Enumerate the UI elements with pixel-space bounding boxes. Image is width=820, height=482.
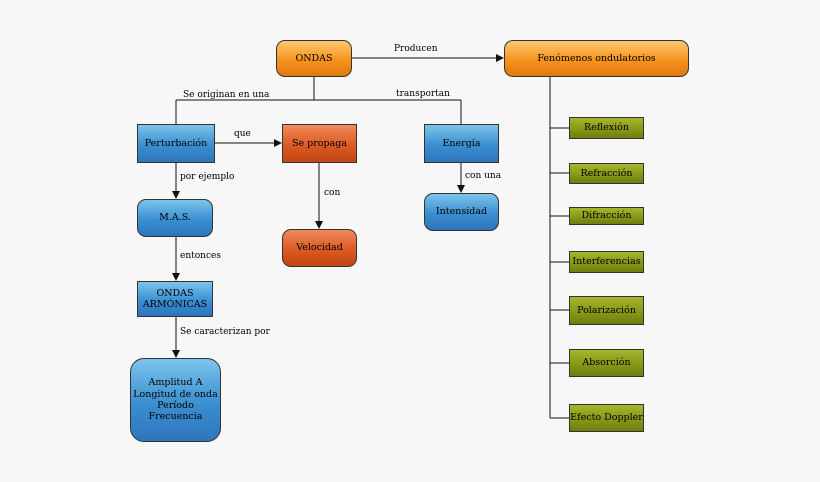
node-velocidad[interactable]: Velocidad (282, 229, 357, 267)
link-label-por-ejemplo: por ejemplo (180, 172, 235, 182)
link-label-entonces: entonces (180, 251, 221, 261)
phenomenon-reflexion[interactable]: Reflexión (569, 117, 644, 139)
link-label-que: que (234, 129, 251, 139)
link-label-se-originan: Se originan en una (183, 90, 270, 100)
node-intensidad[interactable]: Intensidad (424, 193, 499, 231)
node-fenomenos-ondulatorios[interactable]: Fenómenos ondulatorios (504, 40, 689, 77)
link-label-producen: Producen (394, 44, 438, 54)
link-label-se-caracterizan: Se caracterizan por (180, 327, 270, 337)
node-ondas[interactable]: ONDAS (276, 40, 352, 77)
node-perturbacion[interactable]: Perturbación (137, 124, 215, 163)
node-se-propaga[interactable]: Se propaga (282, 124, 357, 163)
phenomenon-refraccion[interactable]: Refracción (569, 163, 644, 184)
node-energia[interactable]: Energía (424, 124, 499, 163)
phenomenon-interferencias[interactable]: Interferencias (569, 251, 644, 273)
link-label-con: con (324, 188, 341, 198)
link-label-transportan: transportan (396, 89, 450, 99)
phenomenon-difraccion[interactable]: Difracción (569, 207, 644, 225)
phenomenon-polarizacion[interactable]: Polarización (569, 296, 644, 325)
node-caracteristicas[interactable]: Amplitud A Longitud de onda Período Frec… (130, 358, 221, 442)
link-label-con-una: con una (465, 171, 502, 181)
node-ondas-armonicas[interactable]: ONDAS ARMÓNICAS (137, 281, 213, 317)
node-mas[interactable]: M.A.S. (137, 199, 213, 237)
phenomenon-absorcion[interactable]: Absorción (569, 349, 644, 377)
phenomenon-efecto-doppler[interactable]: Efecto Doppler (569, 404, 644, 432)
